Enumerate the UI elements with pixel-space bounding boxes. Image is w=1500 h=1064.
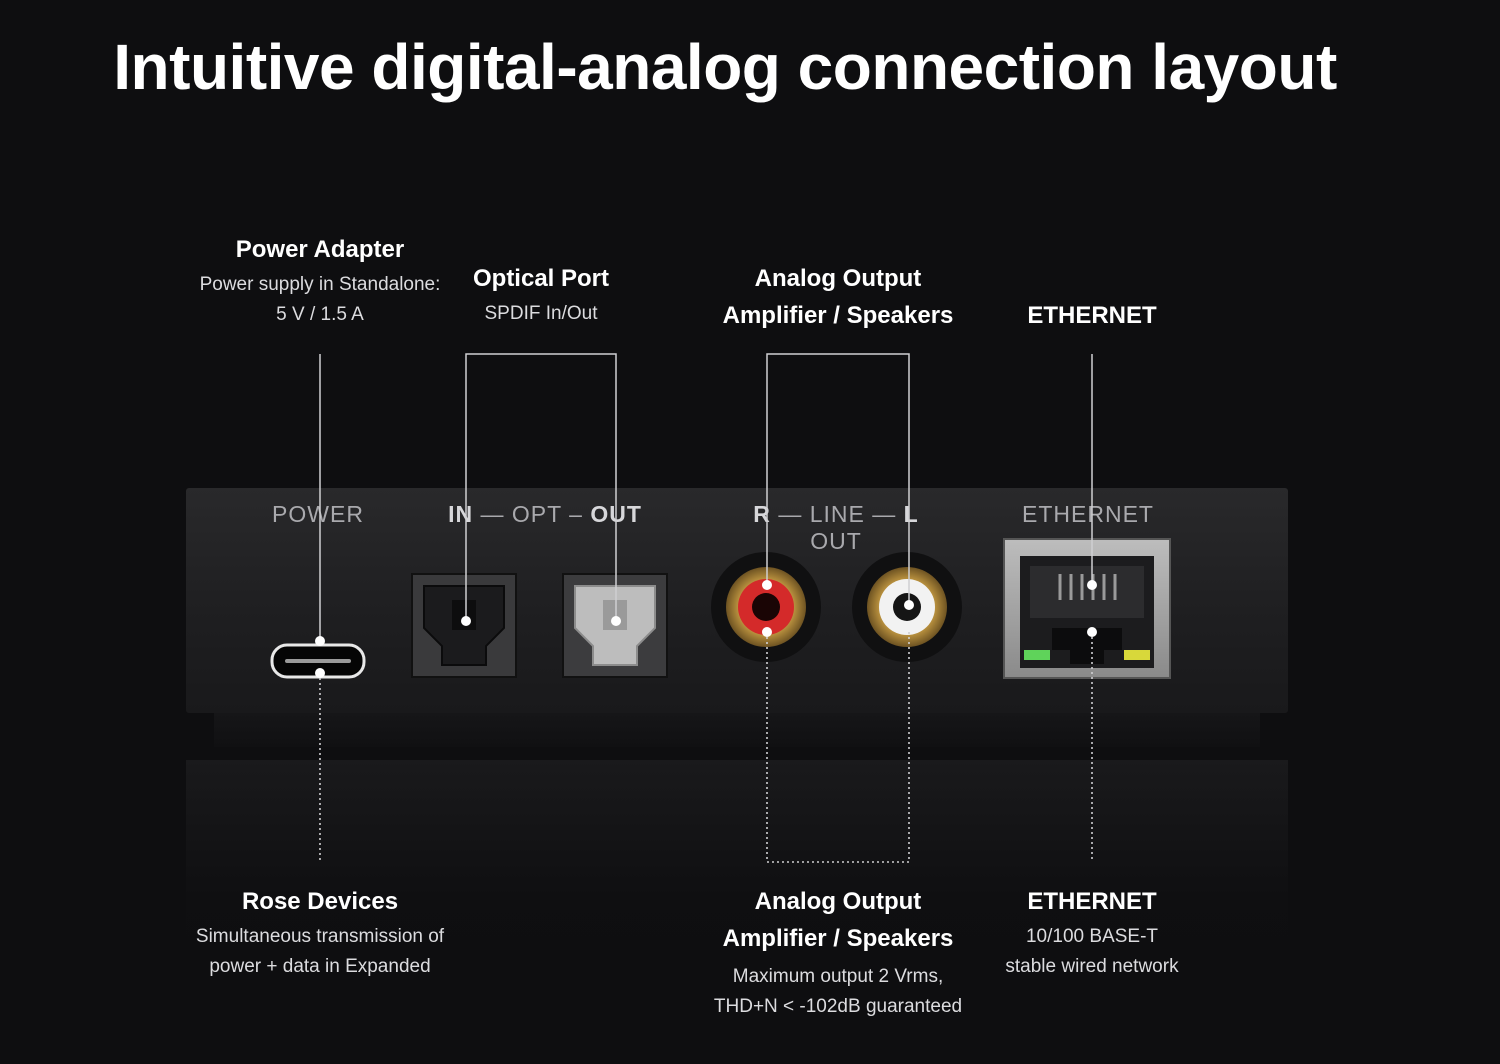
- engrave-power: POWER: [272, 501, 364, 527]
- engrave-line-out: OUT: [810, 528, 862, 554]
- device-reflection: [186, 760, 1288, 990]
- label-rose-devices-line1: Simultaneous transmission of: [195, 926, 445, 947]
- engrave-line: R — LINE — L: [736, 501, 936, 528]
- engrave-opt-dash: –: [569, 501, 583, 527]
- label-power-adapter-line2: 5 V / 1.5 A: [276, 304, 364, 325]
- leader-lines-top: [319, 353, 1093, 641]
- label-analog-output-bottom-line2: THD+N < -102dB guaranteed: [713, 996, 963, 1017]
- engrave-opt: OPT: [511, 501, 562, 527]
- label-rose-devices-title: Rose Devices: [241, 888, 399, 915]
- label-power-adapter: Power Adapter Power supply in Standalone…: [170, 231, 470, 330]
- label-analog-output-bottom-title2: Amplifier / Speakers: [722, 925, 954, 952]
- device-base: [214, 713, 1260, 747]
- connection-dots: [315, 580, 1097, 678]
- engrave-line-l: L: [903, 501, 919, 527]
- label-ethernet-top-title: ETHERNET: [1027, 302, 1157, 329]
- label-ethernet-bottom-line2: stable wired network: [1005, 956, 1179, 977]
- activity-led: [1124, 650, 1150, 660]
- label-power-adapter-title: Power Adapter: [235, 236, 405, 263]
- label-ethernet-bottom-title: ETHERNET: [1027, 888, 1157, 915]
- page-title: Intuitive digital-analog connection layo…: [113, 31, 1337, 103]
- label-analog-output-top: Analog Output Amplifier / Speakers: [688, 260, 988, 334]
- label-ethernet-bottom: ETHERNET 10/100 BASE-T stable wired netw…: [962, 883, 1222, 982]
- engrave-ethernet: ETHERNET: [1022, 501, 1154, 527]
- label-optical-port: Optical Port SPDIF In/Out: [420, 260, 662, 329]
- engrave-line-dash: —: [872, 501, 897, 527]
- label-analog-output-bottom-title1: Analog Output: [754, 888, 922, 915]
- label-ethernet-top: ETHERNET: [992, 297, 1192, 334]
- label-analog-output-bottom-line1: Maximum output 2 Vrms,: [732, 966, 944, 987]
- link-led: [1024, 650, 1050, 660]
- label-optical-port-sub: SPDIF In/Out: [484, 303, 598, 324]
- label-rose-devices-line2: power + data in Expanded: [209, 956, 431, 977]
- label-optical-port-title: Optical Port: [472, 265, 610, 292]
- engrave-line-r: R: [753, 501, 771, 527]
- rca-right-jack: [711, 552, 821, 662]
- engrave-opt-in: IN: [448, 501, 474, 527]
- ethernet-port: [1003, 538, 1171, 679]
- label-analog-output-top-title1: Analog Output: [754, 265, 922, 292]
- label-power-adapter-line1: Power supply in Standalone:: [199, 274, 441, 295]
- label-analog-output-bottom: Analog Output Amplifier / Speakers Maxim…: [678, 883, 998, 1022]
- label-analog-output-top-title2: Amplifier / Speakers: [722, 302, 954, 329]
- leader-lines-bottom: [319, 630, 1093, 863]
- engrave-line-dash: —: [778, 501, 803, 527]
- label-rose-devices: Rose Devices Simultaneous transmission o…: [160, 883, 480, 982]
- engrave-line-label: LINE: [809, 501, 865, 527]
- label-ethernet-bottom-line1: 10/100 BASE-T: [1025, 926, 1159, 947]
- engrave-opt-dash: —: [480, 501, 505, 527]
